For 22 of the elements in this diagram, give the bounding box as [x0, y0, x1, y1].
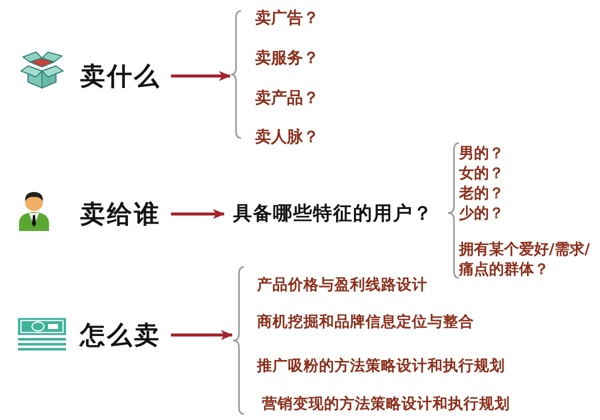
answer-item: 老的？ [459, 183, 504, 203]
arrow [171, 71, 231, 81]
answer-item: 推广吸粉的方法策略设计和执行规划 [257, 356, 505, 376]
topic-label: 卖给谁 [80, 202, 161, 226]
answer-item: 卖人脉？ [255, 127, 319, 147]
answer-item: 卖产品？ [255, 88, 319, 108]
arrow [171, 330, 233, 340]
curly-brace [232, 266, 245, 415]
arrow [171, 209, 225, 219]
answer-item: 拥有某个爱好/需求/痛点的群体？ [459, 239, 591, 279]
answer-item: 女的？ [459, 163, 504, 183]
answer-item: 商机挖掘和品牌信息定位与整合 [257, 312, 474, 332]
answer-item: 卖服务？ [255, 48, 319, 68]
curly-brace [230, 10, 242, 139]
answer-item: 男的？ [459, 143, 504, 163]
answer-item: 卖广告？ [255, 8, 319, 28]
answer-item: 少的？ [459, 203, 504, 223]
answer-item: 产品价格与盈利线路设计 [257, 276, 428, 294]
answer-item: 营销变现的方法策略设计和执行规划 [262, 394, 510, 414]
topic-label: 怎么卖 [80, 322, 161, 348]
topic-label: 卖什么 [80, 64, 161, 88]
question-label: 具备哪些特征的用户？ [224, 204, 433, 224]
